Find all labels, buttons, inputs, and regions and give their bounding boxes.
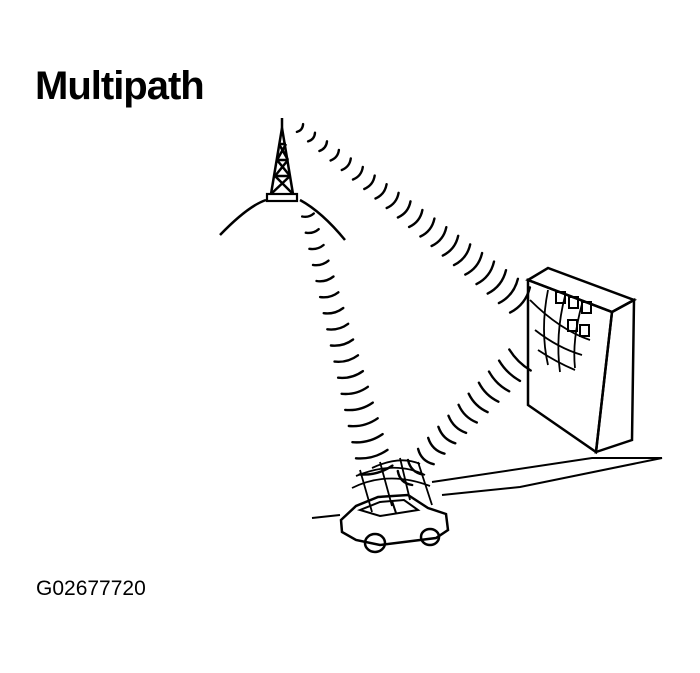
ground-lines	[311, 457, 663, 519]
wave-arc	[486, 269, 508, 295]
wave-arc	[467, 392, 489, 414]
wave-path-to-building	[295, 122, 532, 314]
wave-arc	[318, 291, 340, 299]
wave-arc	[374, 183, 388, 200]
wave-arc	[322, 306, 345, 315]
wave-arc	[315, 275, 335, 283]
wave-arc	[427, 436, 446, 455]
wave-arc	[306, 131, 317, 143]
wave-arc	[304, 228, 320, 235]
wave-arc	[416, 447, 435, 466]
figure-id: G02677720	[36, 577, 146, 600]
wave-arc	[447, 414, 468, 435]
wave-arc	[452, 243, 472, 267]
wave-arc	[407, 208, 424, 229]
wave-arc	[363, 174, 376, 191]
building-icon	[525, 266, 638, 455]
wave-arc	[340, 157, 352, 172]
reflected-wave-path	[396, 348, 532, 487]
wave-arc	[329, 148, 341, 162]
wave-arc	[497, 359, 522, 383]
wave-arc	[396, 469, 414, 487]
hill-outline	[219, 198, 346, 241]
page-title: Multipath	[35, 64, 205, 108]
wave-arc	[340, 385, 370, 396]
wave-arc	[347, 417, 379, 428]
wave-arc	[318, 140, 329, 153]
wave-arc	[344, 401, 374, 412]
wave-arc	[311, 259, 330, 267]
wave-arc	[464, 251, 484, 276]
wave-arc	[477, 381, 500, 403]
wave-arc	[354, 448, 389, 460]
transmitter-tower-icon	[265, 118, 299, 203]
wave-arc	[301, 212, 315, 219]
wave-arc	[333, 354, 360, 364]
car-icon	[339, 457, 450, 554]
wave-arc	[351, 432, 384, 444]
wave-arc	[430, 226, 448, 248]
wave-arc	[437, 425, 457, 445]
wave-arc	[396, 200, 412, 219]
wave-arc	[419, 217, 436, 238]
wave-arc	[457, 403, 478, 424]
wave-arc	[308, 243, 325, 251]
wave-arc	[336, 369, 365, 380]
wave-arc	[351, 165, 364, 181]
wave-arc	[329, 338, 355, 347]
wave-arc	[441, 234, 460, 257]
wave-arc	[326, 322, 350, 331]
wave-arc	[385, 191, 400, 210]
direct-wave-path	[301, 212, 394, 476]
wave-arc	[497, 277, 520, 305]
wave-arc	[487, 370, 511, 393]
wave-arc	[295, 122, 305, 134]
wave-arc	[475, 260, 496, 286]
